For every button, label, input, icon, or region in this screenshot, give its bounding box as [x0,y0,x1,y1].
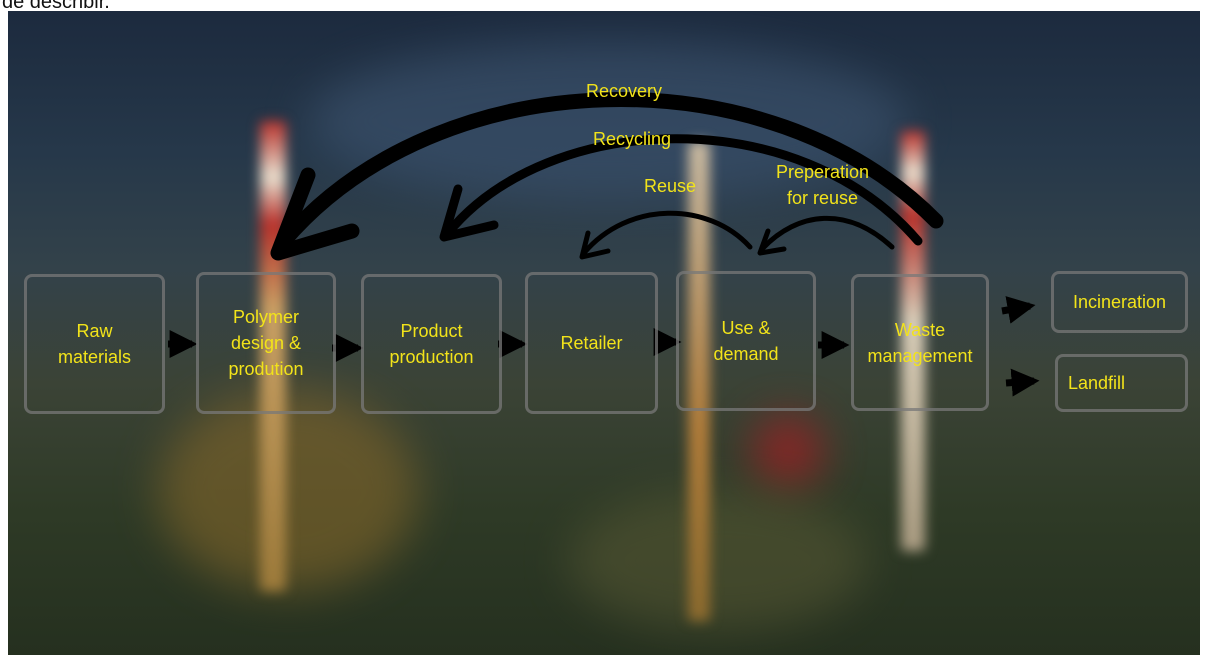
reuse-label: Reuse [644,176,697,196]
outcome-incineration: Incineration [1051,271,1188,333]
preparation-arrowhead [757,228,787,256]
stage-product-production: Product production [361,274,502,414]
recycling-label: Recycling [593,129,672,149]
stage-polymer-design: Polymer design & prodution [196,272,336,414]
background-sky-glow [308,41,908,201]
background-red-light [753,416,823,486]
recycling-arrow [443,134,923,246]
stage-waste-management: Waste management [851,274,989,411]
diagram-scene: Raw materials Polymer design & prodution… [8,11,1200,655]
outcome-label: Incineration [1072,292,1167,312]
outcome-label: Landfill [1068,373,1126,393]
stage-label: Use & demand [713,318,779,364]
outcome-landfill: Landfill [1055,354,1188,412]
stage-label: Waste management [867,319,973,366]
chimney-middle [688,141,710,621]
stage-label: Product production [389,321,474,367]
top-caption: de describir. [2,0,110,13]
recovery-arrow [276,92,944,249]
stage-use-demand: Use & demand [676,271,816,411]
stage-retailer: Retailer [525,272,658,414]
stage-label: Polymer design & prodution [228,307,304,379]
reuse-arrowhead [579,230,611,260]
preparation-arrow [759,215,895,252]
recovery-label: Recovery [586,81,663,101]
chimney-left [260,121,286,591]
preparation-label: Preperation for reuse [776,162,870,208]
background-factory-glow [158,391,418,591]
recycling-arrowhead [439,184,499,242]
arrow-waste-landfill [1005,368,1040,397]
flow-arrows [168,92,1040,397]
stage-raw-materials: Raw materials [24,274,165,414]
reuse-arrow [581,210,753,256]
stage-label: Raw materials [57,321,132,367]
arrow-waste-incineration [1001,296,1036,324]
background-ground-glow [568,491,868,631]
recovery-arrowhead [270,167,360,261]
stage-label: Retailer [560,333,623,353]
